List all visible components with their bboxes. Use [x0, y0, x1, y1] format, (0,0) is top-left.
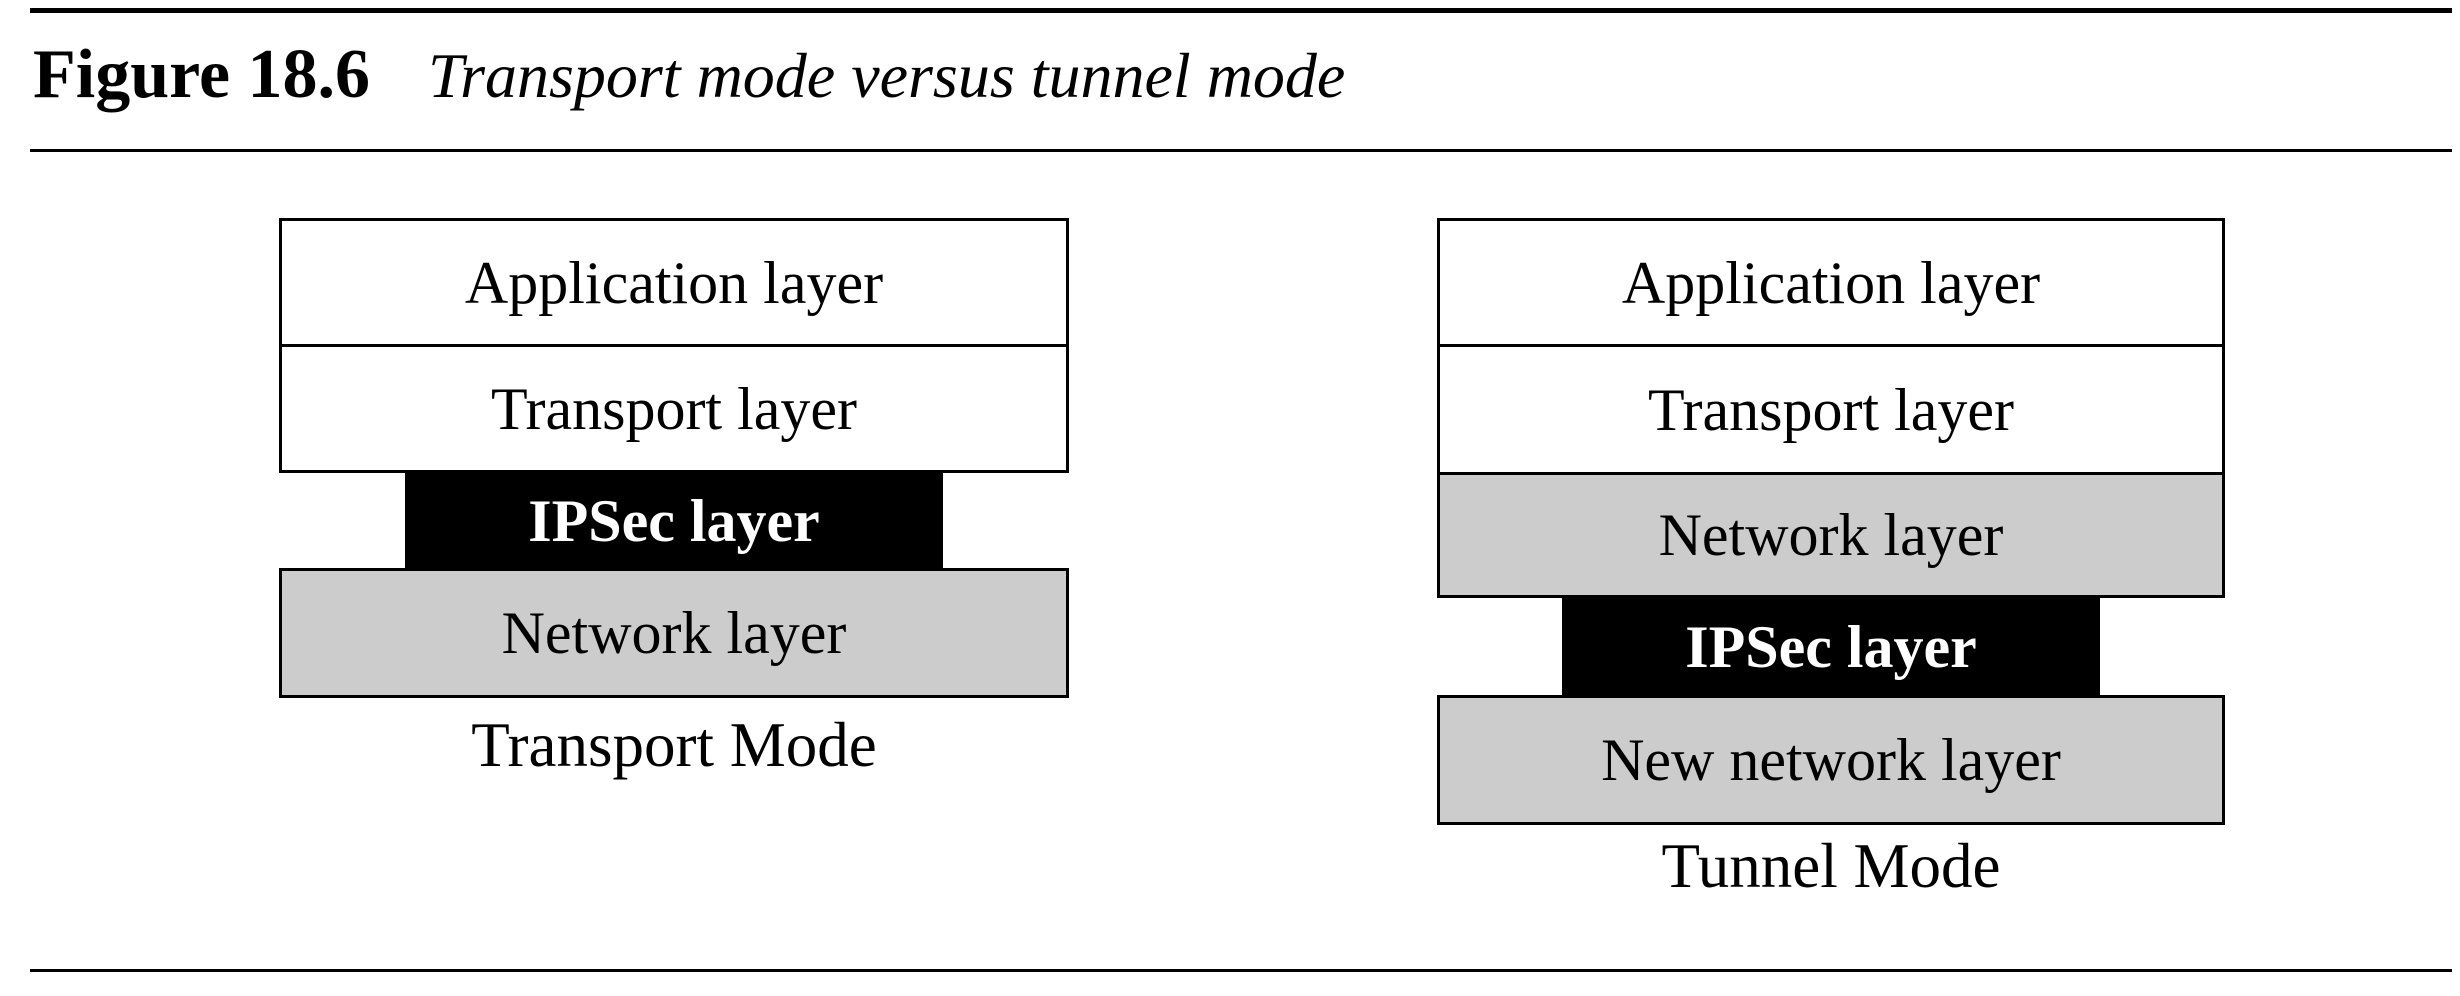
layer-box-ipsec: IPSec layer [1562, 596, 2100, 697]
layer-box-application: Application layer [1437, 218, 2225, 347]
layer-box-network: Network layer [1437, 472, 2225, 598]
top-rule [30, 8, 2452, 13]
layer-box-new-network: New network layer [1437, 695, 2225, 825]
layer-box-transport: Transport layer [1437, 344, 2225, 475]
figure-number: Figure 18.6 [33, 36, 371, 113]
layer-label: IPSec layer [528, 487, 820, 554]
layer-label: Network layer [1658, 502, 2004, 568]
layer-label: IPSec layer [1685, 613, 1977, 680]
layer-label: Application layer [1621, 249, 2041, 316]
title-separator-rule [30, 149, 2452, 152]
layer-label: Transport layer [1647, 376, 2015, 443]
figure-header: Figure 18.6 Transport mode versus tunnel… [33, 40, 1345, 110]
bottom-rule [30, 969, 2452, 972]
layer-label: Transport layer [490, 375, 858, 442]
figure-title: Transport mode versus tunnel mode [428, 40, 1346, 111]
layer-box-transport: Transport layer [279, 344, 1069, 473]
layer-label: Application layer [464, 249, 884, 316]
layer-label: New network layer [1601, 727, 2061, 793]
layer-box-ipsec: IPSec layer [405, 471, 943, 570]
tunnel-mode-caption: Tunnel Mode [1661, 831, 2001, 901]
layer-label: Network layer [501, 600, 847, 666]
transport-mode-caption: Transport Mode [471, 710, 877, 780]
layer-box-application: Application layer [279, 218, 1069, 347]
layer-box-network: Network layer [279, 568, 1069, 698]
